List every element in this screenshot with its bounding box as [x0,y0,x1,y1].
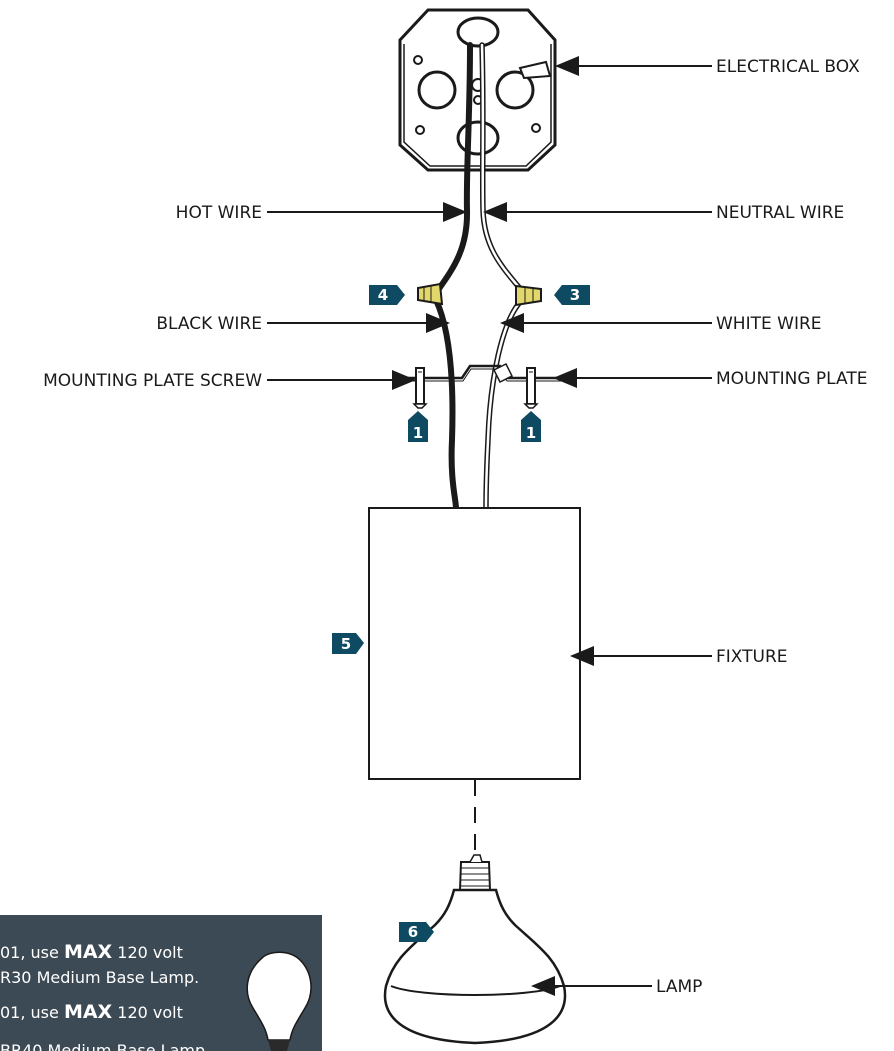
mounting-plate-screw-right [523,367,539,409]
lamp-bulb [383,854,567,1045]
mounting-plate [398,362,566,384]
note-line-1: 01, use MAX 120 volt [0,941,183,963]
mounting-plate-screw-left [412,367,428,409]
note-line-2: R30 Medium Base Lamp. [0,968,199,987]
label-lamp: LAMP [656,977,702,997]
svg-text:3: 3 [570,286,580,304]
label-electrical-box: ELECTRICAL BOX [716,57,860,77]
step-badge-6: 6 [399,922,434,942]
bulb-icon [246,951,312,1051]
step-badge-3: 3 [554,285,590,305]
label-neutral-wire: NEUTRAL WIRE [716,203,844,223]
label-white-wire: WHITE WIRE [716,314,822,334]
label-mounting-plate-screw: MOUNTING PLATE SCREW [43,371,262,391]
svg-text:1: 1 [526,424,536,442]
wire-nut-black [417,282,444,306]
electrical-box [398,8,557,172]
step-badge-4: 4 [369,285,405,305]
label-hot-wire: HOT WIRE [176,203,262,223]
svg-text:6: 6 [408,923,418,941]
fixture-body [368,507,581,780]
step-badge-1-right: 1 [521,411,541,442]
label-black-wire: BLACK WIRE [156,314,262,334]
wire-nut-white [515,284,542,307]
step-badge-5: 5 [332,633,364,654]
svg-text:5: 5 [341,635,351,653]
note-line-4: BR40 Medium Base Lamp [0,1041,205,1051]
label-fixture: FIXTURE [716,647,788,667]
note-line-3: 01, use MAX 120 volt [0,1001,183,1023]
svg-text:1: 1 [413,424,423,442]
step-badge-1-left: 1 [408,411,428,442]
lamp-note-panel: 01, use MAX 120 volt R30 Medium Base Lam… [0,915,322,1051]
label-mounting-plate: MOUNTING PLATE [716,369,867,389]
svg-text:4: 4 [378,286,388,304]
